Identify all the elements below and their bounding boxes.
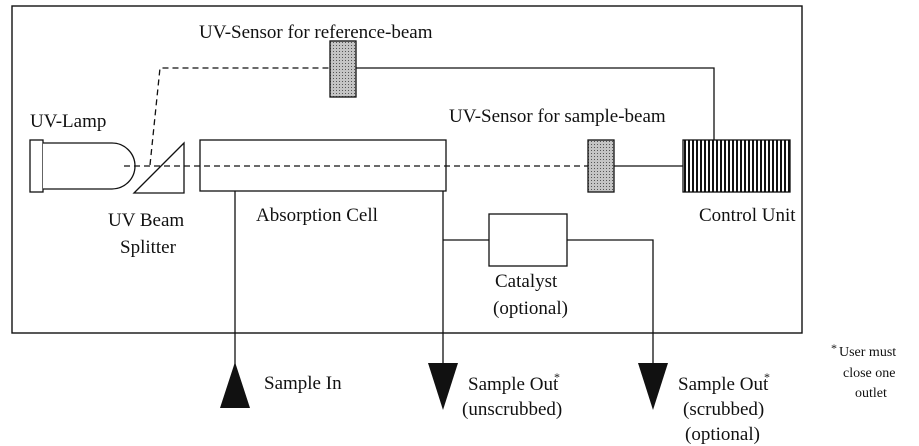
sample-in-label: Sample In [264,373,342,394]
absorption-cell [199,139,447,192]
beam-splitter-label-line1: UV Beam [108,210,184,231]
sample-out-unscrubbed-asterisk: * [554,370,560,384]
note-line3: outlet [855,386,887,401]
uv-sensor-sample [587,139,615,193]
uv-lamp-label: UV-Lamp [30,111,106,132]
sample-out-unscrubbed-label-line1: Sample Out [468,374,559,395]
sample-out-scrubbed-arrow [638,363,668,410]
sample-out-scrubbed-label-line2: (scrubbed) [683,399,764,420]
note-line1: User must [839,345,896,360]
sample-in-arrow [220,362,250,408]
catalyst-label-line2: (optional) [493,298,568,319]
sensor-sample-label: UV-Sensor for sample-beam [449,106,666,127]
beam-splitter-label-line2: Splitter [120,237,177,258]
catalyst-box [488,213,568,267]
uv-sensor-reference [329,40,357,98]
sensor-reference-label: UV-Sensor for reference-beam [199,22,433,43]
sample-out-scrubbed-label-line1: Sample Out [678,374,769,395]
control-unit [682,139,791,193]
uv-beam-splitter [132,141,185,194]
note-line2: close one [843,366,895,381]
catalyst-label-line1: Catalyst [495,271,558,292]
note-asterisk: * [831,341,837,355]
control-unit-label: Control Unit [699,205,796,226]
reference-beam-path [149,67,330,166]
sample-out-scrubbed-asterisk: * [764,370,770,384]
absorption-cell-label: Absorption Cell [256,205,378,226]
analyzer-enclosure [11,5,803,334]
sample-out-unscrubbed-label-line2: (unscrubbed) [462,399,562,420]
catalyst-outlet-line [567,239,654,368]
uv-lamp [29,139,136,193]
reference-signal-wire [356,67,715,140]
sample-out-unscrubbed-arrow [428,363,458,410]
sample-out-scrubbed-label-line3: (optional) [685,424,760,445]
